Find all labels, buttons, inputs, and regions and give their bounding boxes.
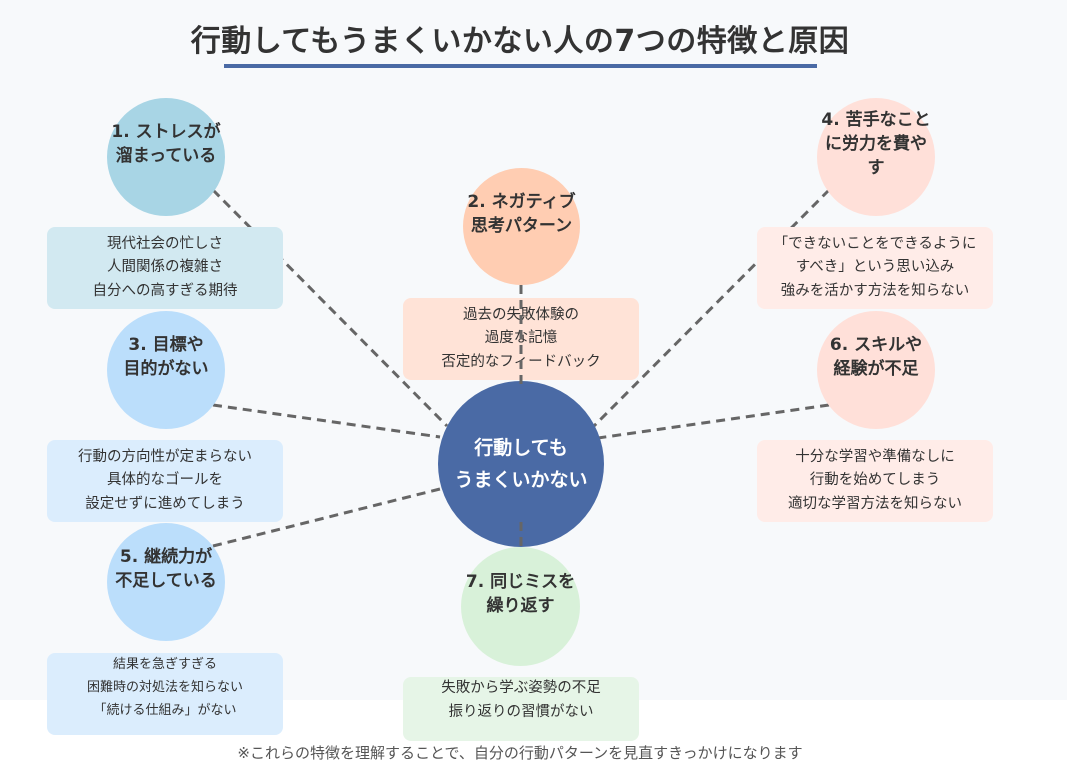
- cause-text: 行動を始めてしまう: [809, 472, 941, 489]
- connector-6: [597, 403, 830, 440]
- cause-text: 人間関係の複雑さ: [107, 259, 223, 276]
- feature-title: 3. 目標や 目的がない: [123, 335, 209, 379]
- title-underline: [224, 64, 817, 68]
- connector-3: [212, 403, 441, 439]
- cause-text: 失敗から学ぶ姿勢の不足: [441, 680, 601, 696]
- cause-text: 困難時の対処法を知らない: [86, 680, 243, 695]
- cause-text: 否定的なフィードバック: [441, 353, 601, 370]
- cause-text: 十分な学習や準備なしに: [795, 448, 955, 465]
- cause-text: 適切な学習方法を知らない: [788, 495, 962, 512]
- cause-text: 自分への高すぎる期待: [92, 282, 238, 299]
- feature-circle-5: 5. 継続力が 不足している: [107, 523, 225, 641]
- cause-text: 過度な記憶: [484, 330, 558, 347]
- cause-text: 行動の方向性が定まらない: [78, 448, 252, 465]
- cause-text: 設定せずに進めてしまう: [85, 495, 245, 512]
- cause-text: 結果を急ぎすぎる: [112, 657, 217, 672]
- feature-circle-6: 6. スキルや 経験が不足: [817, 311, 935, 429]
- cause-box-7: 失敗から学ぶ姿勢の不足 振り返りの習慣がない: [403, 677, 639, 741]
- cause-text: 強みを活かす方法を知らない: [780, 282, 970, 299]
- feature-title: 2. ネガティブ 思考パターン: [467, 191, 576, 236]
- cause-text: 具体的なゴールを: [107, 472, 223, 489]
- cause-box-5: 結果を急ぎすぎる 困難時の対処法を知らない 「続ける仕組み」がない: [47, 653, 283, 735]
- connector-1: [211, 188, 449, 428]
- feature-circle-7: 7. 同じミスを 繰り返す: [461, 547, 580, 666]
- feature-circle-1: 1. ストレスが 溜まっている: [107, 98, 225, 216]
- feature-title: 7. 同じミスを 繰り返す: [465, 571, 576, 616]
- connector-5: [212, 487, 441, 548]
- cause-text: 「できないことをできるように: [773, 235, 977, 252]
- footer-note: ※これらの特徴を理解することで、自分の行動パターンを見直すきっかけになります: [237, 744, 803, 762]
- cause-text: 現代社会の忙しさ: [107, 235, 223, 252]
- center-circle: 行動しても うまくいかない: [438, 381, 604, 547]
- page-title: 行動してもうまくいかない人の7つの特徴と原因: [190, 24, 850, 59]
- cause-text: 過去の失敗体験の: [463, 306, 579, 323]
- cause-box-1: 現代社会の忙しさ 人間関係の複雑さ 自分への高すぎる期待: [47, 227, 283, 309]
- feature-circle-3: 3. 目標や 目的がない: [107, 311, 225, 429]
- cause-box-3: 行動の方向性が定まらない 具体的なゴールを 設定せずに進めてしまう: [47, 440, 283, 522]
- feature-title: 4. 苦手なこと に労力を費やす: [821, 110, 931, 178]
- connector-4: [592, 188, 831, 428]
- cause-box-2: 過去の失敗体験の 過度な記憶 否定的なフィードバック: [403, 298, 639, 380]
- cause-text: 振り返りの習慣がない: [448, 703, 594, 720]
- cause-text: すべき」という思い込み: [795, 259, 955, 276]
- feature-circle-4: 4. 苦手なこと に労力を費やす: [817, 98, 935, 216]
- feature-circle-2: 2. ネガティブ 思考パターン: [463, 168, 580, 285]
- feature-title: 5. 継続力が 不足している: [115, 547, 217, 591]
- cause-box-4: 「できないことをできるように すべき」という思い込み 強みを活かす方法を知らない: [757, 227, 993, 309]
- cause-text: 「続ける仕組み」がない: [93, 703, 237, 718]
- feature-title: 6. スキルや 経験が不足: [829, 335, 923, 379]
- cause-box-6: 十分な学習や準備なしに 行動を始めてしまう 適切な学習方法を知らない: [757, 440, 993, 522]
- feature-title: 1. ストレスが 溜まっている: [111, 122, 221, 166]
